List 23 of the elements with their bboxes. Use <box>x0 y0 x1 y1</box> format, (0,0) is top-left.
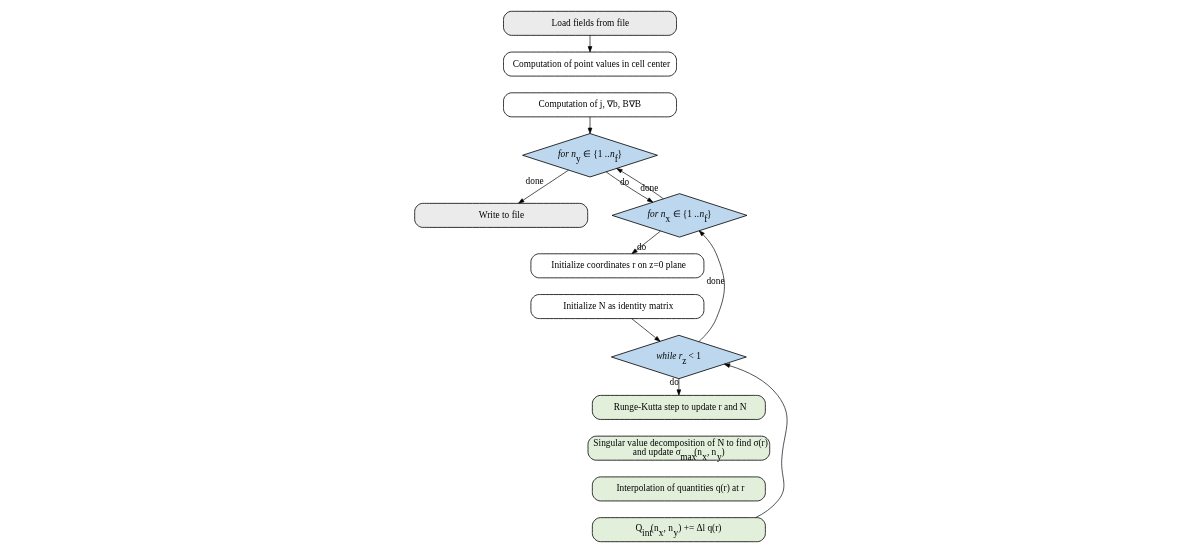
edge-label: done <box>525 176 544 187</box>
arrow <box>676 378 681 396</box>
arrow <box>615 168 664 200</box>
node-box: Initialize coordinates r on z=0 plane <box>530 253 704 279</box>
arrow <box>723 363 787 518</box>
node-box: Computation of j, ∇b, B∇B <box>502 92 677 118</box>
node-box: Load fields from file <box>502 10 677 36</box>
node-box: Interpolation of quantities q(r) at r <box>591 476 766 502</box>
node-box: Runge-Kutta step to update r and N <box>591 395 766 420</box>
edge-label: do <box>636 241 646 252</box>
arrow <box>631 230 661 254</box>
node-box: Computation of point values in cell center <box>502 51 677 77</box>
arrow <box>630 318 660 342</box>
arrow <box>587 35 592 53</box>
arrow <box>587 116 592 134</box>
arrow <box>698 230 725 342</box>
arrow <box>605 171 653 203</box>
edge-label: do <box>619 177 629 188</box>
node-box: Initialize N as identity matrix <box>530 294 704 319</box>
arrow <box>517 169 569 204</box>
node-box: Write to file <box>413 202 588 228</box>
edge-label: done <box>705 276 725 287</box>
edge-label: done <box>639 182 658 193</box>
